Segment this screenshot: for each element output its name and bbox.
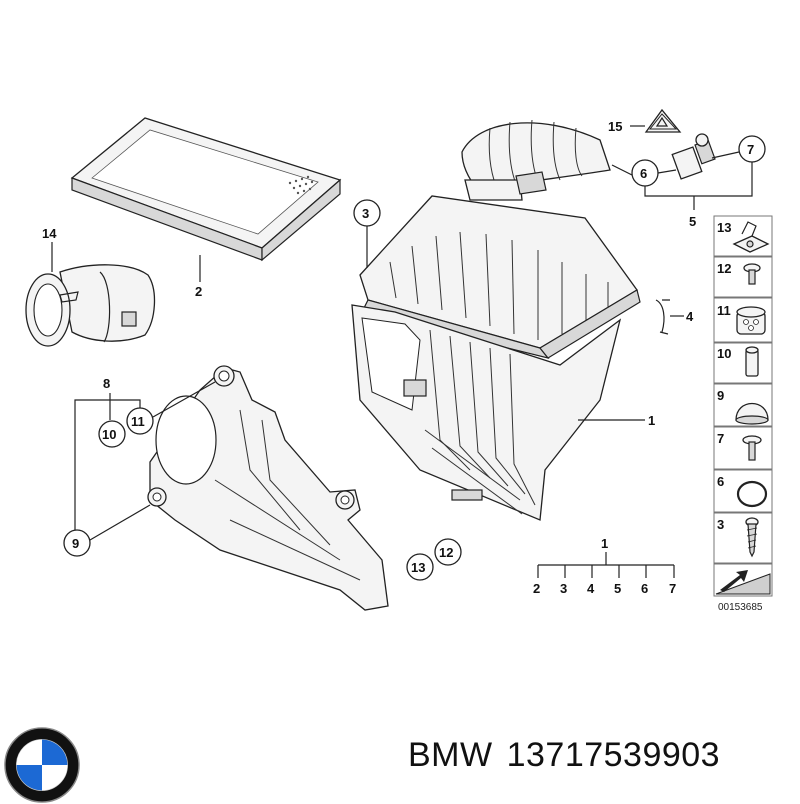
diagram-reference: 00153685 (718, 602, 763, 613)
callout-12: 12 (439, 545, 453, 560)
panel-item-number: 13 (717, 220, 731, 235)
callout-5: 5 (689, 214, 696, 229)
retaining-clip (655, 299, 670, 335)
bmw-roundel-icon (4, 727, 80, 803)
callout-13: 13 (411, 560, 425, 575)
o-ring-icon (736, 480, 768, 508)
callout-1: 1 (648, 413, 655, 428)
kit-child: 5 (614, 581, 621, 596)
kit-child: 6 (641, 581, 648, 596)
mounting-bracket (147, 365, 389, 611)
callout-2: 2 (195, 284, 202, 299)
grommet-icon (736, 306, 766, 335)
air-filter-element (70, 117, 342, 262)
callout-9: 9 (72, 536, 79, 551)
screw-icon (742, 435, 762, 461)
panel-item-number: 6 (717, 474, 724, 489)
intake-sensor (671, 133, 716, 180)
clip-nut-icon (732, 221, 770, 253)
callout-8: 8 (103, 376, 110, 391)
panel-item-number: 3 (717, 517, 724, 532)
callout-11: 11 (131, 414, 145, 429)
callout-10: 10 (102, 427, 116, 442)
callout-4: 4 (686, 309, 694, 324)
screw-icon (743, 263, 761, 285)
sleeve-icon (745, 346, 759, 377)
kit-child: 3 (560, 581, 567, 596)
warning-triangle-icon (644, 108, 682, 133)
callout-6: 6 (640, 166, 647, 181)
kit-child: 4 (587, 581, 595, 596)
kit-child: 2 (533, 581, 540, 596)
rubber-mount-icon (735, 403, 769, 425)
panel-item-number: 9 (717, 388, 724, 403)
callout-14: 14 (42, 226, 57, 241)
part-number: 13717539903 (506, 736, 721, 774)
panel-item-number: 10 (717, 346, 731, 361)
kit-parent: 1 (601, 536, 608, 551)
screw-icon (745, 517, 759, 558)
kit-child: 7 (669, 581, 676, 596)
panel-item-number: 12 (717, 261, 731, 276)
air-mass-meter (25, 264, 156, 347)
panel-item-number: 11 (717, 303, 731, 318)
callout-3: 3 (362, 206, 369, 221)
kit-tree: 1 2 3 4 5 6 7 (533, 536, 676, 596)
callout-7: 7 (747, 142, 754, 157)
brand-name: BMW (408, 736, 493, 774)
air-filter-housing (351, 119, 641, 521)
parts-panel: 13 12 11 10 9 7 6 3 (713, 215, 773, 597)
parts-diagram: 2 14 (25, 108, 773, 613)
part-caption: BMW 13717539903 (408, 736, 734, 775)
callout-15: 15 (608, 119, 622, 134)
assembly-arrow-icon (715, 570, 771, 595)
panel-item-number: 7 (717, 431, 724, 446)
